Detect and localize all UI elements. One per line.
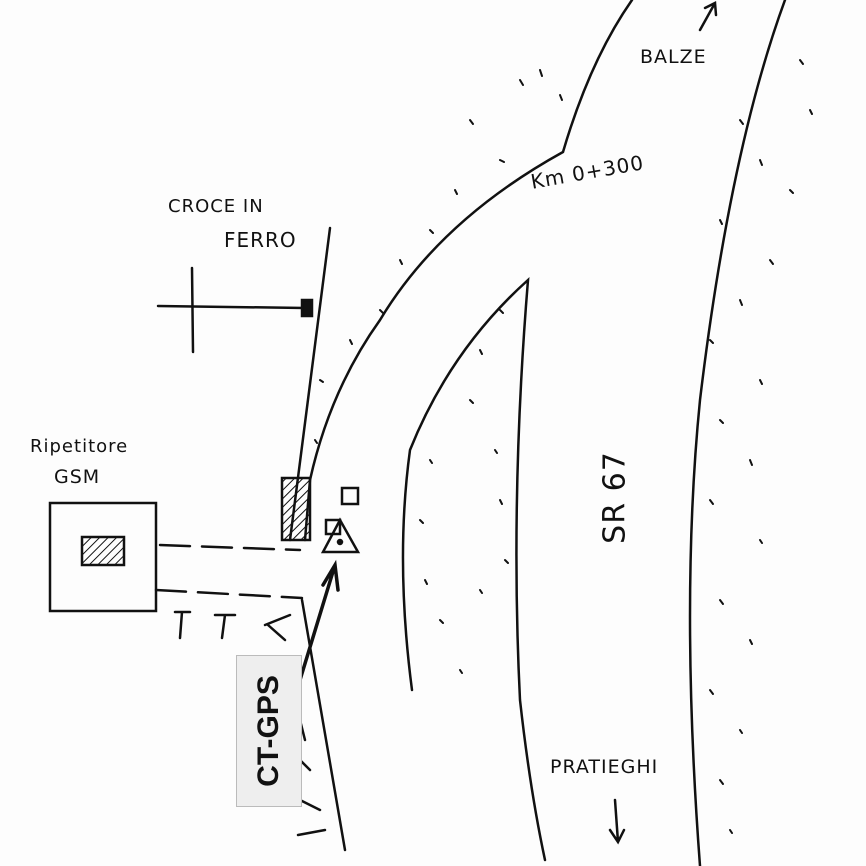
gps-triangle-icon (320, 517, 361, 554)
road-edge-left-upper (303, 0, 634, 542)
cross-marker (300, 298, 314, 318)
fence-ticks (173, 610, 327, 837)
repeater-hatched (80, 535, 126, 567)
repeater-building (48, 501, 158, 613)
gps-label-box: CT-GPS (236, 655, 302, 807)
label-croce-line1: CROCE IN (168, 196, 264, 217)
median-island (401, 276, 547, 862)
gps-label: CT-GPS (252, 675, 285, 787)
label-balze: BALZE (640, 46, 707, 68)
arrow-pratieghi (608, 798, 626, 845)
hatched-box (280, 476, 312, 542)
cross-horizontal (156, 304, 307, 310)
label-pratieghi: PRATIEGHI (550, 756, 659, 778)
small-square-marker (340, 486, 360, 506)
label-gsm: GSM (54, 466, 101, 488)
gps-point (336, 538, 344, 546)
label-ripetitore: Ripetitore (30, 436, 129, 457)
arrow-balze (698, 1, 718, 32)
road-edge-right (688, 0, 787, 866)
path-dashed-lower (154, 588, 304, 600)
label-road: SR 67 (597, 451, 633, 544)
path-dashed-upper (158, 543, 302, 552)
cross-vertical (190, 266, 195, 354)
gps-arrow (298, 559, 340, 682)
label-croce-line2: FERRO (224, 228, 297, 252)
fence-line (300, 598, 347, 852)
vegetation-dots (314, 59, 813, 834)
